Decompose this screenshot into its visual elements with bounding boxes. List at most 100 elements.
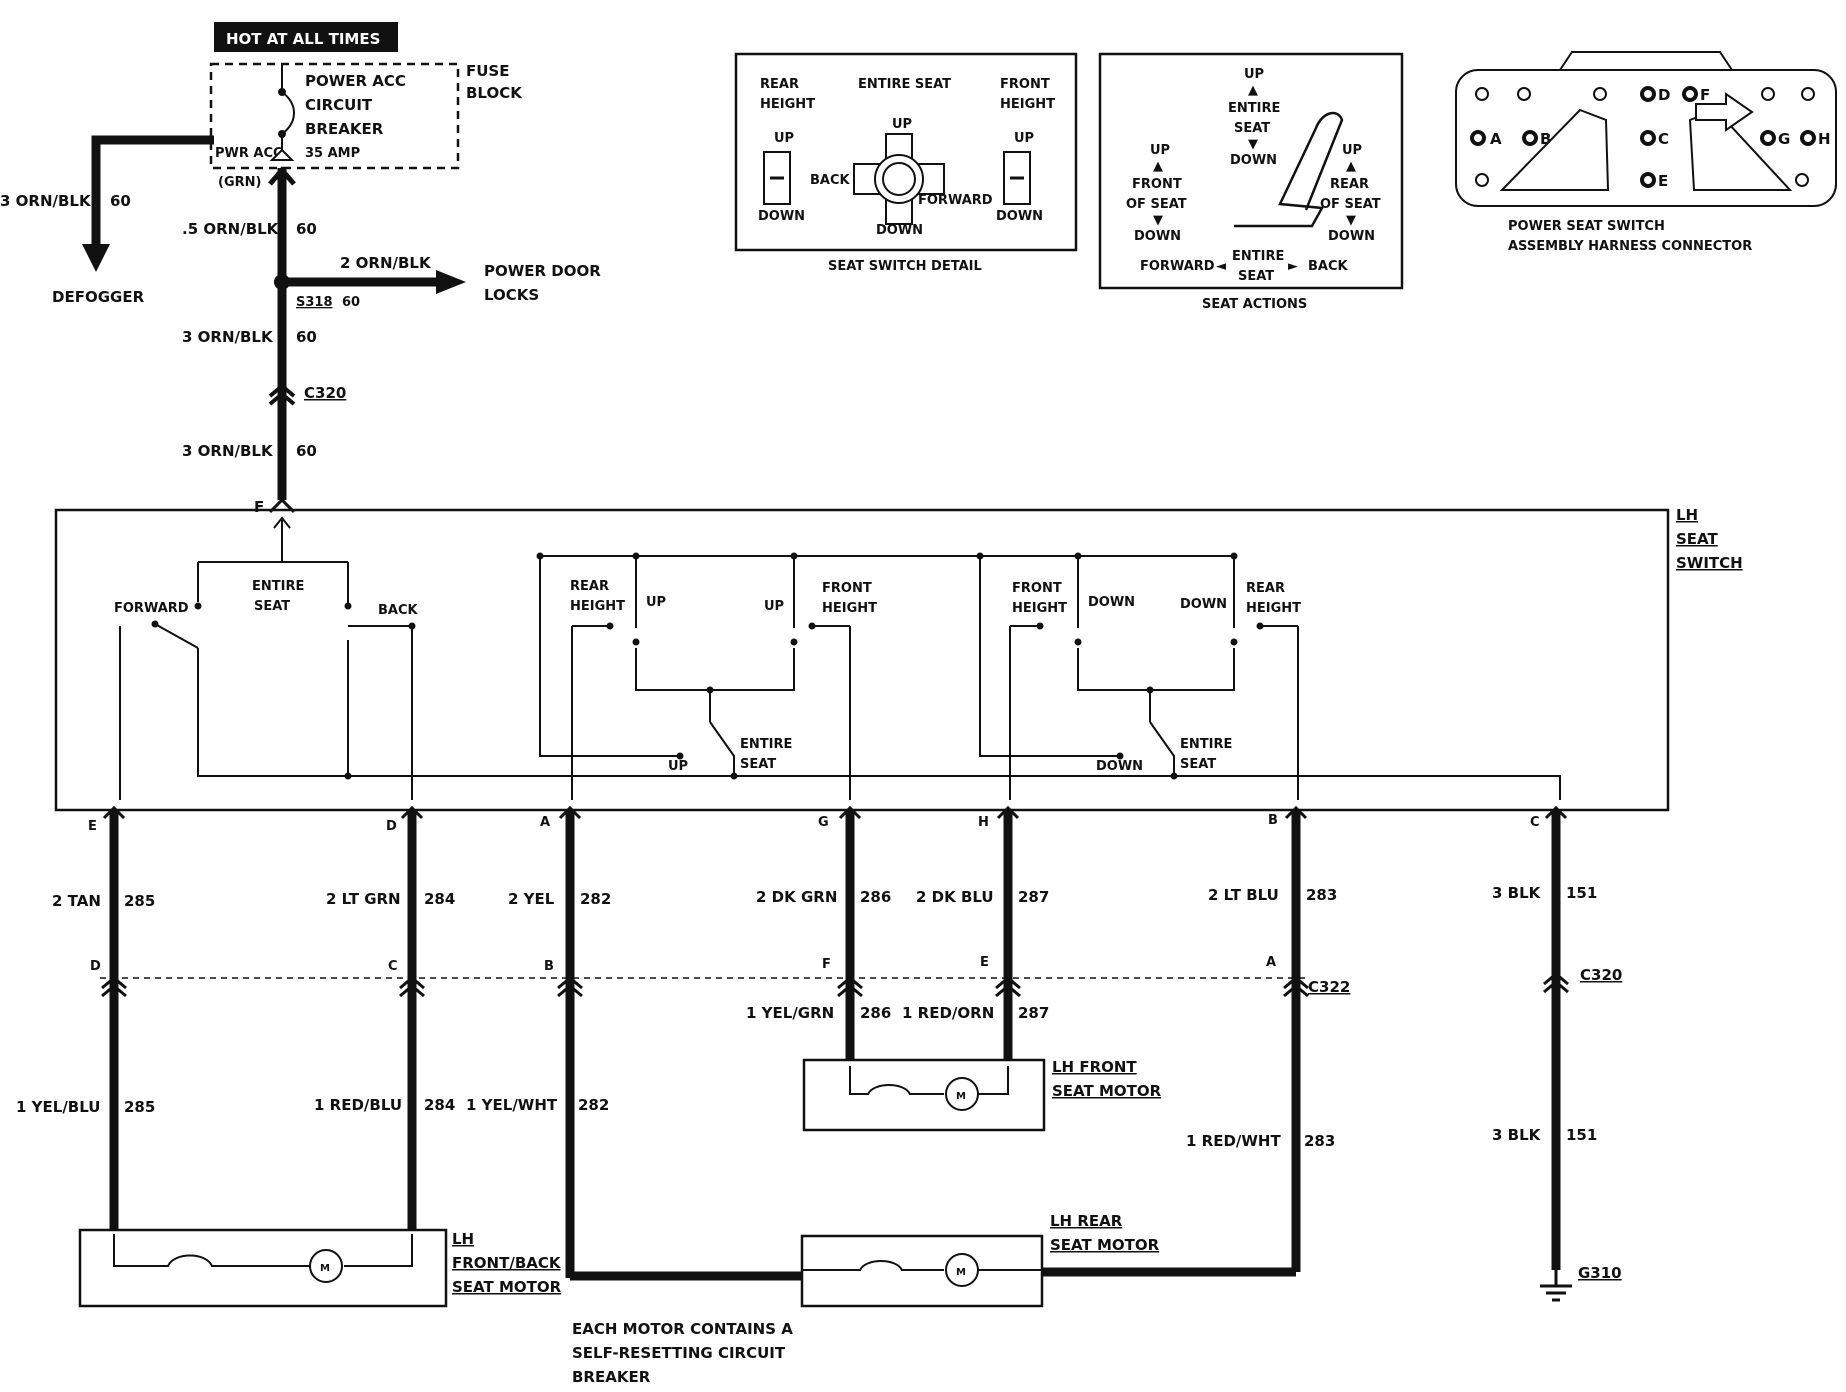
terminal-color: (GRN)	[218, 175, 261, 190]
sa-entire-1: ENTIRE	[1228, 101, 1280, 116]
fb-motor-label-2: FRONT/BACK	[452, 1254, 562, 1272]
lower-wire-5: 1 RED/ORN	[902, 1004, 994, 1022]
sw-front-2: FRONT	[1012, 581, 1062, 596]
note-line-3: BREAKER	[572, 1368, 651, 1386]
hc-pin-f: F	[1700, 86, 1710, 104]
upper-wire-3: 2 YEL	[508, 890, 555, 908]
c322-pin-a: A	[1266, 955, 1276, 970]
breaker-label-3: BREAKER	[305, 120, 384, 138]
lower-circuit-2: 284	[424, 1096, 455, 1114]
lower-circuit-5: 287	[1018, 1004, 1049, 1022]
c322-pin-f: F	[822, 957, 831, 972]
front-motor-label-1: LH FRONT	[1052, 1058, 1137, 1076]
hc-caption-2: ASSEMBLY HARNESS CONNECTOR	[1508, 239, 1752, 254]
c322-pin-b: B	[544, 959, 554, 974]
lh-seat-switch-box	[54, 508, 1670, 812]
switch-internal-wiring	[119, 516, 1561, 800]
defogger-label: DEFOGGER	[52, 288, 145, 306]
sa-seat-1: SEAT	[1234, 121, 1270, 136]
upper-circuit-1: 285	[124, 892, 155, 910]
upper-wire-1: 2 TAN	[52, 892, 101, 910]
sa-up-right: UP	[1342, 143, 1362, 158]
lower-wire-4: 1 YEL/GRN	[746, 1004, 834, 1022]
rear-height-switch-icon	[763, 151, 791, 205]
main-wire-1-circuit: 60	[296, 220, 317, 238]
main-wire-2-label: 3 ORN/BLK	[182, 328, 274, 346]
ssd-down-right: DOWN	[996, 209, 1043, 224]
sa-down-left: DOWN	[1134, 229, 1181, 244]
hc-pin-d: D	[1658, 86, 1670, 104]
hot-at-all-times-text: HOT AT ALL TIMES	[226, 30, 380, 48]
sa-rear-1: REAR	[1330, 177, 1369, 192]
hc-pin-a: A	[1490, 130, 1502, 148]
door-locks-arrow-icon	[436, 270, 466, 294]
front-motor-label-2: SEAT MOTOR	[1052, 1082, 1162, 1100]
sw-entire-2: ENTIRE	[740, 737, 792, 752]
upper-circuit-6: 283	[1306, 886, 1337, 904]
ground-icon	[1540, 1270, 1572, 1302]
ssd-forward: FORWARD	[918, 193, 993, 208]
sa-front-1: FRONT	[1132, 177, 1182, 192]
sa-up-arrow-1: ▲	[1248, 83, 1258, 98]
main-wire-1-label: .5 ORN/BLK	[182, 220, 280, 238]
sw-height-3: HEIGHT	[1012, 601, 1067, 616]
hc-pin-e: E	[1658, 172, 1668, 190]
door-locks-label-2: LOCKS	[484, 286, 539, 304]
lower-circuit-6: 283	[1304, 1132, 1335, 1150]
ssd-up-center: UP	[892, 117, 912, 132]
hc-caption-1: POWER SEAT SWITCH	[1508, 219, 1665, 234]
upper-wire-5: 2 DK BLU	[916, 888, 994, 906]
switch-pin-g: G	[818, 815, 829, 830]
entire-seat-switch-icon	[853, 133, 945, 225]
lh-switch-title-1: LH	[1676, 506, 1698, 524]
lower-wire-7: 3 BLK	[1492, 1126, 1542, 1144]
fuse-block-outline	[209, 62, 460, 170]
hc-pin-g: G	[1778, 130, 1790, 148]
sa-up-top: UP	[1244, 67, 1264, 82]
sw-front-1: FRONT	[822, 581, 872, 596]
sa-down-arrow-3: ▼	[1346, 213, 1356, 228]
fb-motor-label-1: LH	[452, 1230, 474, 1248]
front-back-motor-box	[78, 1228, 448, 1308]
sw-height-2: HEIGHT	[822, 601, 877, 616]
sa-down-1: DOWN	[1230, 153, 1277, 168]
lower-circuit-1: 285	[124, 1098, 155, 1116]
breaker-label-2: CIRCUIT	[305, 96, 373, 114]
sw-up-1: UP	[646, 595, 666, 610]
switch-pin-c: C	[1530, 815, 1540, 830]
lower-wire-6: 1 RED/WHT	[1186, 1132, 1281, 1150]
sa-down-right: DOWN	[1328, 229, 1375, 244]
sa-up-left: UP	[1150, 143, 1170, 158]
fb-motor-label-3: SEAT MOTOR	[452, 1278, 562, 1296]
sa-back: BACK	[1308, 259, 1349, 274]
main-wire-3-label: 3 ORN/BLK	[182, 442, 274, 460]
splice-label: S318	[296, 295, 333, 310]
sa-front-2: OF SEAT	[1126, 197, 1187, 212]
sa-entire-2: ENTIRE	[1232, 249, 1284, 264]
ssd-back: BACK	[810, 173, 851, 188]
svg-text:M: M	[956, 1091, 966, 1102]
switch-pin-h: H	[978, 815, 989, 830]
c322-pin-d: D	[90, 959, 101, 974]
ssd-rear-1: REAR	[760, 77, 799, 92]
lower-circuit-4: 286	[860, 1004, 891, 1022]
rear-motor-icon: M	[945, 1253, 979, 1287]
switch-pin-b: B	[1268, 813, 1278, 828]
ssd-down-center: DOWN	[876, 223, 923, 238]
switch-pin-d: D	[386, 819, 397, 834]
lh-switch-title-2: SEAT	[1676, 530, 1718, 548]
switch-pin-e: E	[88, 819, 97, 834]
upper-circuit-4: 286	[860, 888, 891, 906]
upper-wire-6: 2 LT BLU	[1208, 886, 1279, 904]
g310-label: G310	[1578, 1264, 1622, 1282]
rear-motor-label-2: SEAT MOTOR	[1050, 1236, 1160, 1254]
splice-circuit: 60	[342, 295, 360, 310]
sw-rear-1: REAR	[570, 579, 609, 594]
sa-forward-arrow: ◄	[1216, 259, 1226, 274]
front-height-switch-icon	[1003, 151, 1031, 205]
sw-rear-2: REAR	[1246, 581, 1285, 596]
ssd-up-right: UP	[1014, 131, 1034, 146]
hc-pin-h: H	[1818, 130, 1831, 148]
c320-top-connector-icon	[268, 383, 296, 398]
